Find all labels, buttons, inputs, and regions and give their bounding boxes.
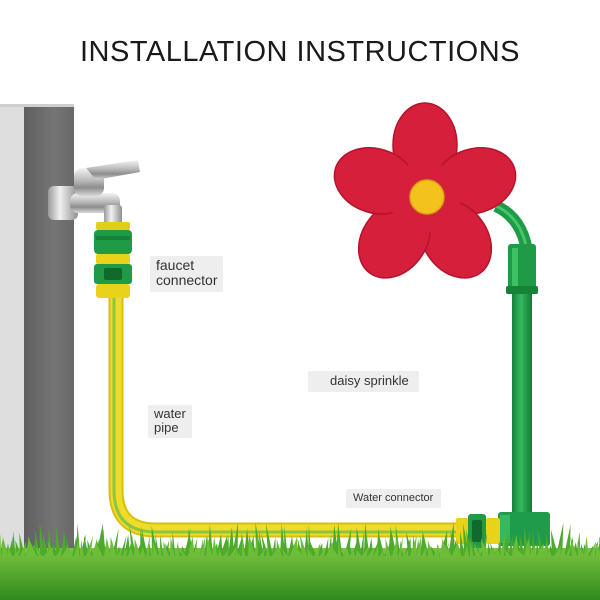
sprinkler-stake	[493, 200, 550, 546]
daisy-flower-icon	[333, 102, 517, 279]
wall	[0, 104, 74, 564]
water-pipe-label: water pipe	[148, 405, 192, 438]
water-connector-label: Water connector	[346, 489, 442, 509]
faucet-connector-label: faucet connector	[150, 256, 224, 292]
page-title: INSTALLATION INSTRUCTIONS	[79, 36, 521, 68]
daisy-sprinkle-label: daisy sprinkle	[308, 371, 419, 393]
faucet-connector-label-line1: faucet	[156, 257, 195, 273]
water-pipe	[108, 296, 468, 538]
faucet-icon	[48, 160, 140, 225]
water-connector	[456, 514, 500, 548]
faucet-connector-label-line2: connector	[156, 272, 218, 289]
faucet-connector	[94, 222, 132, 298]
water-pipe-label-line2: pipe	[154, 420, 179, 436]
water-pipe-label-line1: water	[154, 406, 186, 421]
grass	[0, 522, 600, 600]
